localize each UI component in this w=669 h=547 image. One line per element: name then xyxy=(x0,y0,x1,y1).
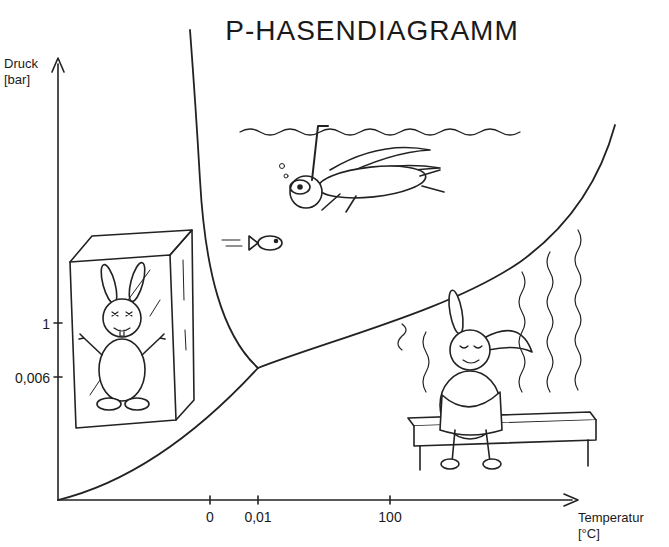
snorkel xyxy=(312,126,328,180)
bunny-eye xyxy=(298,185,302,189)
bunny-ear xyxy=(98,263,120,305)
axis-tick xyxy=(389,496,391,504)
label-slot: 0 xyxy=(206,508,214,526)
axis-tick xyxy=(257,496,259,504)
bunny-foot xyxy=(483,459,501,469)
axis-label: Druck [bar] xyxy=(4,56,50,87)
bunny-arm xyxy=(322,194,356,212)
ice-reflection xyxy=(183,260,186,350)
diving-mask xyxy=(290,180,310,194)
fish-eye xyxy=(275,240,278,243)
bunny-leg xyxy=(420,170,444,192)
axis-label: 0,006 xyxy=(15,370,50,387)
title-slot: P-HASENDIAGRAMM xyxy=(225,14,518,48)
label-slot: 1 xyxy=(42,315,50,333)
bunny-body xyxy=(317,161,428,202)
bunny-leg xyxy=(452,430,490,462)
axis-label: 1 xyxy=(42,316,50,333)
axis-label: 0,01 xyxy=(244,509,271,526)
steam-line xyxy=(575,230,581,390)
bunny-eyes xyxy=(112,312,132,316)
bunny-arm xyxy=(79,334,102,355)
fish-tail xyxy=(249,236,258,250)
axis-label: 0 xyxy=(206,509,214,526)
label-slot: 100 xyxy=(378,508,401,526)
towel xyxy=(440,392,502,435)
bunny-head xyxy=(290,176,322,208)
axis-label: 100 xyxy=(378,509,401,526)
temperature-axis xyxy=(58,499,572,501)
bunny-foot xyxy=(125,398,149,410)
bunny-body xyxy=(99,339,145,401)
bunny-ear xyxy=(126,261,148,303)
bunny-smile xyxy=(463,360,479,363)
vaporization-curve xyxy=(258,125,615,368)
label-slot: 0,01 xyxy=(244,508,271,526)
steam-line xyxy=(547,252,553,392)
bunny-arm xyxy=(142,334,165,355)
water-surface xyxy=(240,129,520,135)
bunny-ear xyxy=(484,331,532,352)
steam-line xyxy=(423,332,429,392)
ice-cube-side xyxy=(170,230,194,420)
axis-tick xyxy=(209,496,211,504)
bunny-head xyxy=(103,299,141,337)
bubble xyxy=(280,164,285,169)
bunny-head xyxy=(450,330,490,370)
bubble xyxy=(284,174,288,178)
steam-line xyxy=(519,272,525,392)
ice-cube-front xyxy=(70,255,176,428)
bunny-ear xyxy=(446,289,465,334)
melting-curve xyxy=(190,30,258,368)
label-slot: 0,006 xyxy=(15,369,50,387)
bunny-mouth xyxy=(114,328,130,336)
label-slot: Druck [bar] xyxy=(4,56,50,88)
bench-leg xyxy=(420,440,588,470)
diagram-title: P-HASENDIAGRAMM xyxy=(225,14,518,48)
axis-arrowhead xyxy=(52,58,64,72)
bunny-eyes-closed xyxy=(460,346,482,348)
steam-line xyxy=(398,324,406,350)
axis-arrowhead xyxy=(564,494,578,506)
bunny-foot xyxy=(441,459,459,469)
axis-tick xyxy=(54,322,62,324)
speed-lines xyxy=(222,240,242,246)
pressure-axis xyxy=(57,64,59,500)
bunny-foot xyxy=(97,398,121,410)
fish-body xyxy=(258,236,282,250)
axis-label: Temperatur [°C] xyxy=(578,510,664,541)
label-slot: Temperatur [°C] xyxy=(578,510,664,542)
axis-tick xyxy=(54,376,62,378)
ice-cube-top xyxy=(70,230,192,262)
